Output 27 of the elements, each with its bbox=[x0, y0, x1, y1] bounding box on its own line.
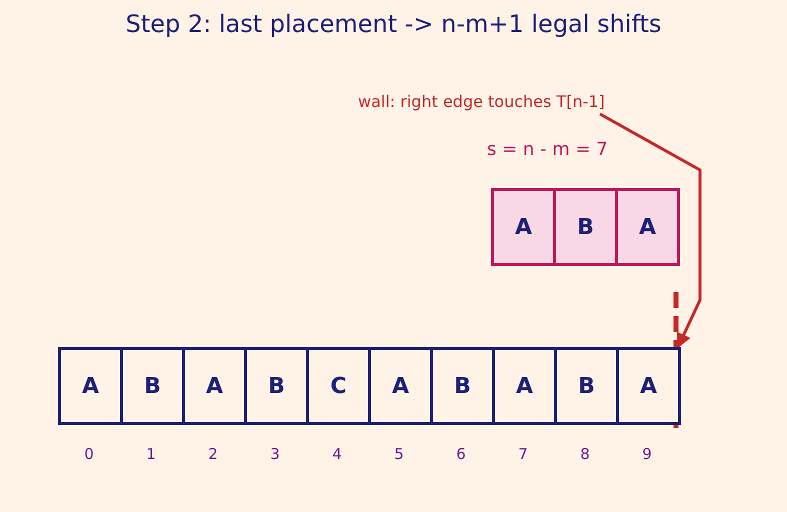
text-cell: A bbox=[492, 347, 557, 425]
text-cell: A bbox=[58, 347, 123, 425]
text-cell: B bbox=[430, 347, 495, 425]
diagram-title: Step 2: last placement -> n-m+1 legal shifts bbox=[124, 10, 662, 38]
pattern-cell: A bbox=[615, 188, 680, 266]
pattern-cell: B bbox=[553, 188, 618, 266]
text-cell: B bbox=[554, 347, 619, 425]
pattern-cell: A bbox=[491, 188, 556, 266]
index-label: 7 bbox=[517, 445, 529, 463]
text-cell: C bbox=[306, 347, 371, 425]
text-cell: A bbox=[616, 347, 681, 425]
formula-label: s = n - m = 7 bbox=[487, 139, 608, 160]
text-cell: B bbox=[120, 347, 185, 425]
index-label: 4 bbox=[331, 445, 343, 463]
index-label: 2 bbox=[207, 445, 219, 463]
index-label: 9 bbox=[641, 445, 653, 463]
index-label: 8 bbox=[579, 445, 591, 463]
arrow bbox=[599, 112, 702, 348]
index-label: 1 bbox=[145, 445, 157, 463]
index-label: 3 bbox=[269, 445, 281, 463]
text-cell: A bbox=[182, 347, 247, 425]
text-cell: B bbox=[244, 347, 309, 425]
annotation-text: wall: right edge touches T[n-1] bbox=[358, 92, 605, 111]
index-label: 0 bbox=[83, 445, 95, 463]
text-cell: A bbox=[368, 347, 433, 425]
index-label: 6 bbox=[455, 445, 467, 463]
index-label: 5 bbox=[393, 445, 405, 463]
